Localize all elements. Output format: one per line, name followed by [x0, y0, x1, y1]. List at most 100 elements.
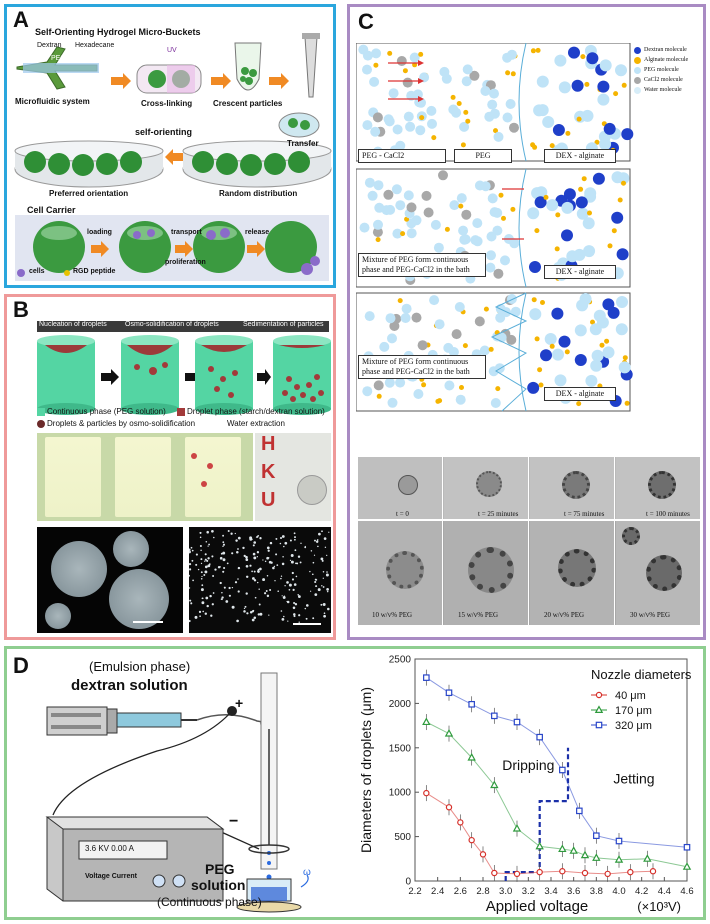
data-point: [422, 717, 431, 726]
beaker-3: [195, 335, 253, 415]
label-plus: +: [235, 695, 244, 711]
label-peg: PEG: [454, 149, 512, 163]
data-point: [468, 700, 475, 708]
legend-item: CaCl2 molecule: [634, 75, 688, 85]
hku-letter-h: H: [261, 433, 276, 455]
data-point: [423, 674, 430, 681]
x-tick-label: 3.8: [590, 886, 603, 897]
label-uv: UV: [167, 47, 177, 54]
legend-label: 320 μm: [615, 720, 652, 732]
beaker-1: [37, 335, 95, 415]
legend-label: 40 μm: [615, 690, 646, 702]
data-point: [615, 837, 623, 845]
hku-letter-k: K: [261, 461, 276, 483]
label-transfer: Transfer: [287, 139, 319, 148]
y-tick-label: 500: [394, 832, 411, 843]
hku-letter-u: U: [261, 489, 276, 511]
legend-label: Water molecule: [644, 87, 682, 93]
data-point: [445, 804, 453, 811]
label-crescent: Crescent particles: [213, 99, 283, 108]
data-point: [643, 854, 652, 862]
y-tick-label: 1000: [389, 788, 412, 799]
legend-item: Alginate molecule: [634, 55, 688, 65]
x-tick-label: 4.0: [612, 886, 625, 897]
y-tick-label: 0: [405, 877, 411, 888]
legend-item: Dextran molecule: [634, 45, 688, 55]
x-tick-label: 2.2: [408, 886, 421, 897]
label-mixture-2: Mixture of PEG form continuous phase and…: [358, 355, 486, 379]
data-point: [491, 712, 498, 720]
legend-droplet: Droplet phase (starch/dextran solution): [187, 407, 325, 416]
stage-sedimentation: Sedimentation of particles: [243, 321, 324, 328]
label-dex-alginate-3: DEX - alginate: [544, 387, 616, 401]
x-tick-label: 3.4: [544, 886, 557, 897]
label-pegda: PEGDA: [51, 55, 76, 62]
vial-photos: [37, 433, 253, 521]
label-self-orienting: self-orienting: [135, 127, 193, 137]
label-loading: loading: [87, 229, 112, 236]
molecule-schematic: [356, 43, 634, 412]
legend-label: CaCl2 molecule: [644, 77, 683, 83]
peg-micrographs: [358, 521, 700, 625]
peg-label-0: 10 w/v% PEG: [372, 611, 413, 619]
x-tick-label: 3.2: [522, 886, 535, 897]
panel-letter: A: [13, 7, 29, 32]
plot-area: [414, 658, 688, 882]
legend-swatch-droplet: [177, 408, 185, 416]
data-point: [593, 832, 600, 840]
data-point: [468, 836, 475, 844]
legend-label: Alginate molecule: [644, 57, 689, 63]
data-point: [479, 851, 487, 858]
legend-title: Nozzle diameters: [591, 667, 692, 682]
label-rgd: RGD peptide: [73, 268, 116, 275]
label-voltage-current: Voltage Current: [85, 873, 137, 880]
label-transport: transport: [171, 229, 202, 236]
power-display: 3.6 KV 0.00 A: [85, 844, 134, 853]
particle-dots: [187, 529, 330, 625]
electrospray-setup: [45, 672, 309, 913]
data-point: [536, 733, 543, 741]
data-point: [444, 728, 454, 737]
x-tick-label: 2.4: [431, 886, 444, 897]
mixture-line1: Mixture of PEG form continuous: [362, 357, 469, 366]
data-point: [614, 855, 624, 863]
region-dripping: Dripping: [502, 757, 554, 773]
x-tick-label: 2.8: [476, 886, 489, 897]
label-peg: PEG: [205, 861, 235, 877]
mixture-line2: phase and PEG-CaCl2 in the bath: [362, 367, 470, 376]
region-jetting: Jetting: [613, 770, 654, 786]
legend-label: 170 μm: [615, 705, 652, 717]
label-cell-carrier: Cell Carrier: [27, 205, 76, 215]
label-mixture-1: Mixture of PEG form continuous phase and…: [358, 253, 486, 277]
panel-a-illustration: [14, 33, 332, 281]
legend-item: PEG molecule: [634, 65, 688, 75]
legend-swatch-particles: [37, 420, 45, 428]
legend-water: Water extraction: [227, 419, 285, 428]
data-point: [558, 844, 567, 853]
x-axis-unit: (×10³V): [637, 899, 681, 914]
x-tick-label: 2.6: [454, 886, 467, 897]
beaker-4: [273, 335, 331, 415]
peg-label-3: 30 w/v% PEG: [630, 611, 671, 619]
panel-letter: C: [358, 9, 374, 34]
y-tick-label: 2000: [389, 699, 412, 710]
label-dextran-solution: dextran solution: [71, 677, 188, 694]
data-point: [604, 870, 611, 878]
data-point: [536, 868, 543, 876]
data-point: [423, 789, 430, 797]
data-point: [512, 823, 522, 832]
legend-dot: [634, 86, 641, 94]
label-dex-alginate-2: DEX - alginate: [544, 265, 616, 279]
legend-swatch-continuous: [37, 408, 45, 416]
particle-micrograph: [37, 527, 183, 633]
beaker-2: [121, 335, 179, 415]
legend-dot: [634, 56, 641, 64]
data-point: [682, 862, 692, 870]
data-point: [559, 766, 566, 774]
label-peg-cacl2: PEG - CaCl2: [358, 149, 446, 163]
data-point: [535, 841, 544, 850]
label-dex-alginate-1: DEX - alginate: [544, 149, 616, 163]
